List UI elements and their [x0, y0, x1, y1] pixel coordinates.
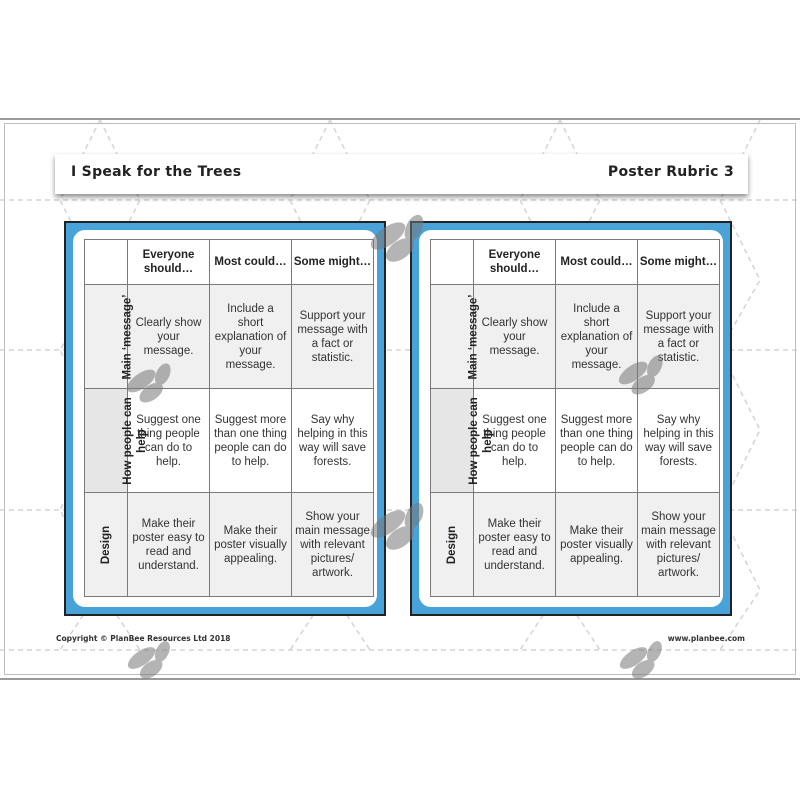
rubric-row: Main ‘message’ Clearly show your message… [430, 284, 720, 389]
rubric-table: Everyone should… Most could… Some might…… [430, 239, 720, 597]
rubric-header-row: Everyone should… Most could… Some might… [84, 239, 374, 285]
rubric-cell: Make their poster easy to read and under… [127, 492, 210, 597]
rubric-corner-cell [430, 239, 474, 285]
rubric-corner-cell [84, 239, 128, 285]
column-header: Most could… [555, 239, 638, 285]
rubric-header-row: Everyone should… Most could… Some might… [430, 239, 720, 285]
column-header: Everyone should… [473, 239, 556, 285]
bee-watermark-icon [370, 214, 424, 262]
rubric-cell: Make their poster easy to read and under… [473, 492, 556, 597]
row-header-cell: Main ‘message’ [430, 284, 480, 389]
copyright-text: Copyright © PlanBee Resources Ltd 2018 [56, 634, 231, 643]
rubric-table: Everyone should… Most could… Some might…… [84, 239, 374, 597]
bee-watermark-icon [126, 363, 171, 403]
website-link[interactable]: www.planbee.com [667, 634, 745, 643]
rubric-cell: Support your message with a fact or stat… [291, 284, 374, 389]
rubric-card-right: Everyone should… Most could… Some might…… [410, 221, 732, 616]
row-header-cell: Design [84, 492, 128, 597]
row-header-cell: How people can help [84, 388, 148, 493]
rubric-card-inner: Everyone should… Most could… Some might…… [73, 230, 377, 607]
rubric-cell: Suggest more than one thing people can d… [555, 388, 638, 493]
worksheet-page: I Speak for the Trees Poster Rubric 3 Ev… [0, 118, 800, 680]
row-header-label: How people can help [468, 396, 494, 485]
rubric-row: How people can help Suggest one thing pe… [430, 388, 720, 493]
column-header: Everyone should… [127, 239, 210, 285]
rubric-row: Design Make their poster easy to read an… [84, 492, 374, 597]
row-header-cell: Main ‘message’ [84, 284, 134, 389]
bee-watermark-icon [127, 641, 170, 679]
row-header-label: Main ‘message’ [467, 293, 480, 380]
rubric-cell: Include a short explanation of your mess… [209, 284, 292, 389]
row-header-cell: How people can help [430, 388, 494, 493]
row-header-label: Design [100, 525, 112, 564]
rubric-cell: Make their poster visually appealing. [555, 492, 638, 597]
rubric-cell: Clearly show your message. [473, 284, 556, 389]
bee-watermark-icon [618, 355, 663, 395]
row-header-cell: Design [430, 492, 474, 597]
bee-watermark-icon [619, 641, 662, 679]
hexagon-background-pattern [0, 120, 800, 651]
rubric-cell: Show your main message with relevant pic… [637, 492, 720, 597]
page-title: I Speak for the Trees [71, 164, 242, 180]
rubric-card-inner: Everyone should… Most could… Some might…… [419, 230, 723, 607]
page-border [4, 123, 796, 675]
rubric-row: Main ‘message’ Clearly show your message… [84, 284, 374, 389]
page-subtitle: Poster Rubric 3 [607, 164, 734, 180]
column-header: Some might… [637, 239, 720, 285]
rubric-row: Design Make their poster easy to read an… [430, 492, 720, 597]
column-header: Some might… [291, 239, 374, 285]
rubric-cell: Show your main message with relevant pic… [291, 492, 374, 597]
column-header: Most could… [209, 239, 292, 285]
rubric-cell: Say why helping in this way will save fo… [637, 388, 720, 493]
row-header-label: Design [446, 525, 458, 564]
rubric-card-left: Everyone should… Most could… Some might…… [64, 221, 386, 616]
rubric-cell: Include a short explanation of your mess… [555, 284, 638, 389]
rubric-cell: Say why helping in this way will save fo… [291, 388, 374, 493]
bee-watermark-icon [370, 502, 424, 550]
rubric-cell: Suggest more than one thing people can d… [209, 388, 292, 493]
rubric-cell: Make their poster visually appealing. [209, 492, 292, 597]
title-banner: I Speak for the Trees Poster Rubric 3 [55, 154, 748, 194]
